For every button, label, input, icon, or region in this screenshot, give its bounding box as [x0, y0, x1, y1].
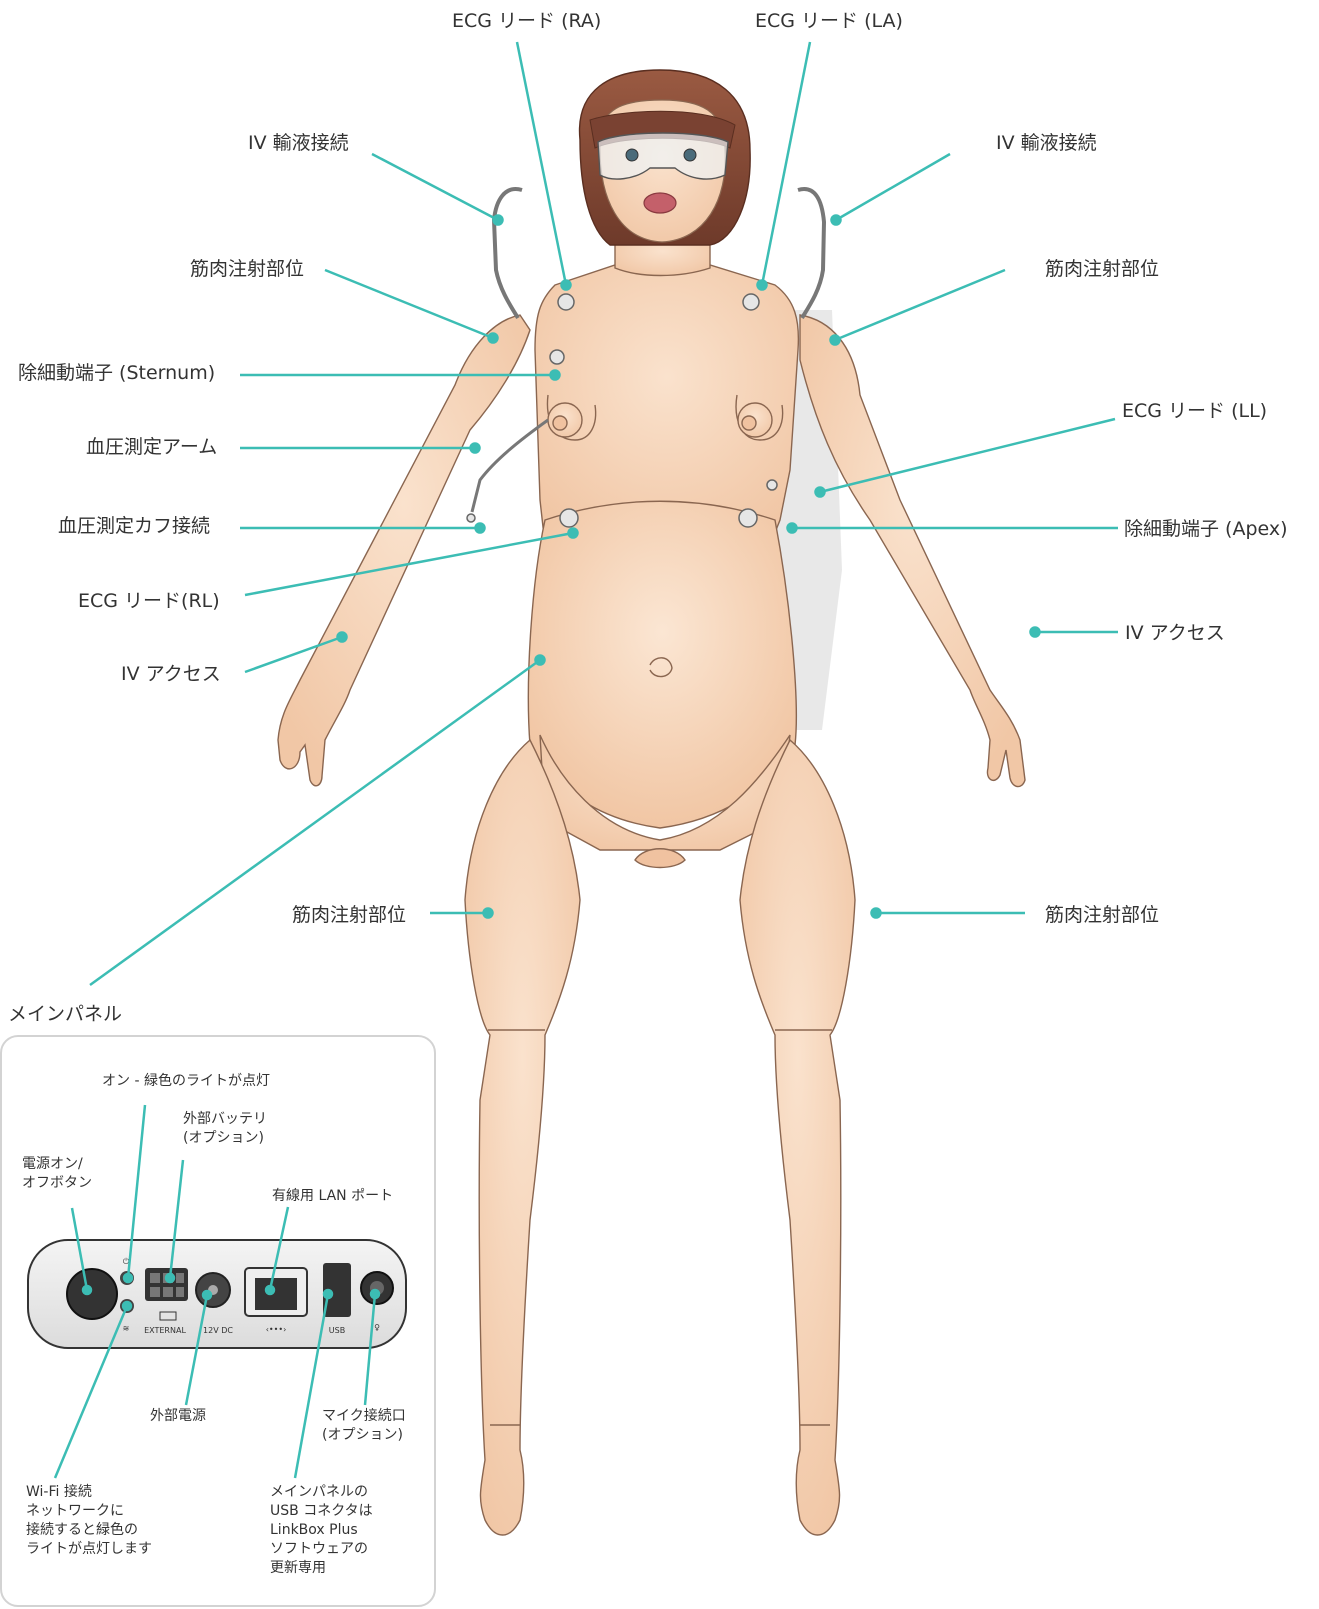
label-ecg-rl: ECG リード(RL) — [78, 590, 220, 613]
label-iv-infusion-right: IV 輸液接続 — [996, 132, 1097, 155]
label-bp-arm: 血圧測定アーム — [86, 436, 217, 459]
label-defib-sternum: 除細動端子 (Sternum) — [18, 362, 215, 385]
label-iv-access-left: IV アクセス — [121, 663, 221, 686]
label-iv-access-right: IV アクセス — [1125, 622, 1225, 645]
label-im-left-shoulder: 筋肉注射部位 — [190, 258, 304, 281]
label-ecg-ll: ECG リード (LL) — [1122, 400, 1267, 423]
label-defib-apex: 除細動端子 (Apex) — [1124, 518, 1288, 541]
label-bp-cuff: 血圧測定カフ接続 — [58, 515, 210, 538]
label-on-light: オン - 緑色のライトが点灯 — [102, 1072, 270, 1091]
label-usb-note: メインパネルの USB コネクタは LinkBox Plus ソフトウェアの 更… — [270, 1483, 373, 1577]
label-im-right-shoulder: 筋肉注射部位 — [1045, 258, 1159, 281]
label-im-left-thigh: 筋肉注射部位 — [292, 904, 406, 927]
label-ecg-ra: ECG リード (RA) — [452, 10, 601, 33]
label-main-panel: メインパネル — [8, 1003, 122, 1026]
label-ecg-la: ECG リード (LA) — [755, 10, 903, 33]
manikin-head — [580, 70, 751, 245]
label-wifi: Wi-Fi 接続 ネットワークに 接続すると緑色の ライトが点灯します — [26, 1483, 152, 1559]
label-mic-port: マイク接続口 (オプション) — [322, 1407, 406, 1445]
label-im-right-thigh: 筋肉注射部位 — [1045, 904, 1159, 927]
label-iv-infusion-left: IV 輸液接続 — [248, 132, 349, 155]
label-ext-power: 外部電源 — [150, 1407, 206, 1426]
label-lan-port: 有線用 LAN ポート — [272, 1187, 393, 1206]
label-ext-battery: 外部バッテリ (オプション) — [183, 1110, 267, 1148]
label-power-button: 電源オン/ オフボタン — [22, 1155, 92, 1193]
